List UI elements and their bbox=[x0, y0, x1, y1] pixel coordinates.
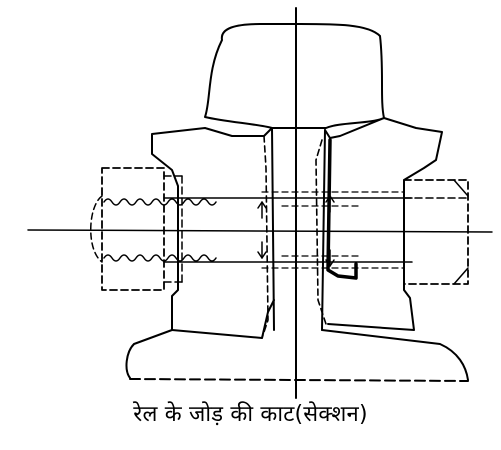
arrow-left-up bbox=[257, 201, 267, 219]
fishplate-right bbox=[324, 117, 443, 331]
arrow-right-down bbox=[325, 249, 335, 267]
rail-web-left bbox=[271, 127, 275, 331]
fishplate-right-thick bbox=[326, 138, 358, 280]
thread-upper bbox=[103, 198, 217, 206]
bolt-head-chamfer bbox=[453, 179, 469, 285]
horizontal-center-line bbox=[27, 229, 493, 233]
thread-lower bbox=[103, 254, 217, 262]
rail-web-right bbox=[321, 129, 326, 331]
fishplate-left bbox=[151, 127, 275, 339]
fishplate-right-hidden bbox=[315, 139, 327, 325]
rail-head bbox=[204, 23, 385, 129]
arrow-right-up bbox=[325, 195, 335, 213]
fishplate-left-hidden bbox=[261, 135, 269, 339]
rail-foot-base bbox=[129, 378, 469, 382]
diagram-caption: रेल के जोड़ की काट(सेक्शन) bbox=[133, 402, 368, 427]
arrow-left-down bbox=[257, 241, 267, 259]
bolt-tip bbox=[90, 195, 103, 263]
rail-foot bbox=[125, 329, 173, 379]
nut bbox=[101, 167, 165, 291]
rail-foot-right bbox=[321, 329, 469, 381]
